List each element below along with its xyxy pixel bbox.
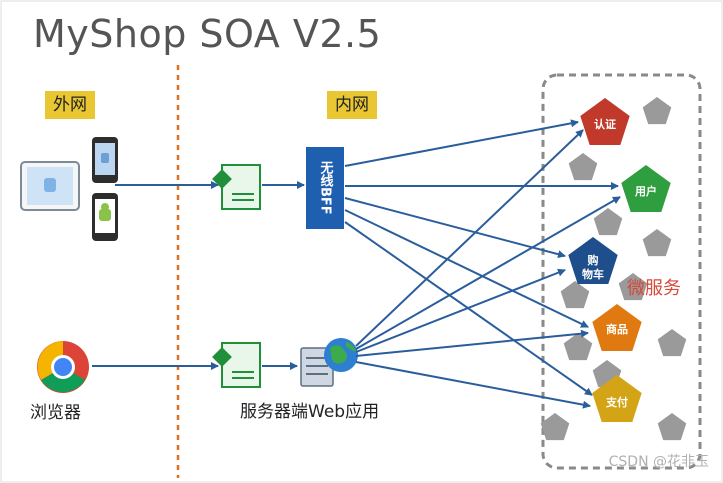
- arrow-layer: [92, 119, 621, 409]
- bff-label: 无线BFF: [317, 161, 333, 215]
- browser-label: 浏览器: [30, 403, 81, 423]
- placeholder-service-4: [642, 229, 672, 257]
- android-phone-icon: [92, 193, 118, 241]
- bff-to-cart-arrow: [344, 197, 566, 259]
- web-to-product-arrow: [355, 329, 589, 357]
- service-auth-node: [580, 98, 630, 145]
- internal-network-label: 内网: [327, 91, 377, 119]
- bff-label-wrap: 无线BFF: [306, 147, 344, 229]
- placeholder-service-9: [540, 413, 570, 441]
- web-server-icon: [300, 338, 358, 387]
- web-app-label: 服务器端Web应用: [240, 402, 380, 422]
- watermark: CSDN @花非玉: [608, 454, 709, 470]
- service-user-node: [621, 165, 671, 212]
- service-payment-node: [592, 375, 642, 422]
- bff-to-auth-arrow: [344, 119, 579, 167]
- web-to-user-arrow: [355, 196, 621, 350]
- diagram-title: MyShop SOA V2.5: [33, 12, 382, 56]
- placeholder-service-1: [642, 97, 672, 125]
- service-layer: [568, 98, 671, 422]
- placeholder-service-10: [657, 413, 687, 441]
- service-user-label: 用户: [635, 185, 657, 198]
- placeholder-service-5: [560, 281, 590, 309]
- web-to-auth-arrow: [355, 129, 584, 347]
- service-cart-label: 购 物车: [582, 254, 604, 281]
- chrome-icon: [37, 341, 89, 393]
- service-product-node: [592, 304, 642, 351]
- placeholder-service-8: [563, 333, 593, 361]
- placeholder-service-6: [618, 273, 648, 301]
- iphone-icon: [92, 137, 118, 183]
- service-product-label: 商品: [606, 323, 628, 336]
- web-to-payment-arrow: [355, 361, 591, 409]
- bff-box: [306, 147, 344, 229]
- service-cart-node: [568, 237, 618, 284]
- placeholder-service-7: [657, 329, 687, 357]
- web-to-cart-arrow: [355, 268, 566, 353]
- nginx-server-icon-bottom: [212, 342, 261, 388]
- service-payment-label: 支付: [606, 396, 628, 409]
- microservices-label: 微服务: [627, 278, 681, 299]
- tablet-icon: [20, 161, 80, 211]
- microservice-container: [541, 73, 702, 470]
- bff-to-product-arrow: [344, 209, 589, 328]
- service-auth-label: 认证: [594, 118, 616, 131]
- placeholder-service-3: [593, 208, 623, 236]
- nginx-server-icon-top: [212, 164, 261, 210]
- placeholder-service-2: [568, 153, 598, 181]
- external-network-label: 外网: [45, 91, 95, 119]
